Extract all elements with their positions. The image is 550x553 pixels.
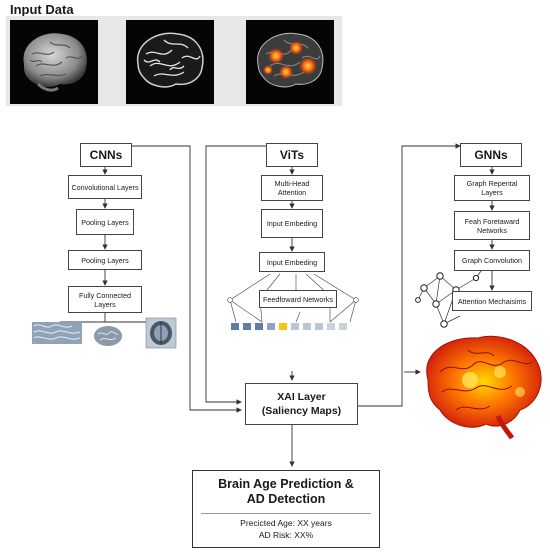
cnn-brain-icon [94,326,122,346]
cnn-fully-connected-layers-box: Fully Connected Layers [68,286,142,313]
saliency-brain-heatmap [426,335,542,440]
output-prediction-box: Brain Age Prediction & AD Detection Prec… [192,470,380,548]
vits-header: ViTs [266,143,318,167]
cnn-pooling-layers-box: Pooling Layers [76,209,134,235]
gnn-feah-foretaward-networks-box: Feah Foretaward Networks [454,211,530,240]
ad-risk-text: AD Risk: XX% [258,530,314,540]
xai-layer-box: XAI Layer (Saliency Maps) [245,383,358,425]
vit-input-embeding-box: Input Embeding [261,209,323,238]
vit-multi-head-attention-box: Multi-Head Attention [261,175,323,201]
gnn-graph-convolution-box: Graph Convolution [454,250,530,271]
xai-subtitle: (Saliency Maps) [261,405,342,417]
token-sequence [231,323,347,330]
cnn-convolutional-layers-box: Convolutional Layers [68,175,142,199]
output-title-line1: Brain Age Prediction & [218,477,354,491]
gnn-attention-mechaisims-box: Attention Mechaisims [452,291,532,311]
cnn-feature-map-image [32,322,82,344]
vit-feedforward-networks-box: Feedfoward Networks [259,290,337,308]
output-divider [201,513,371,514]
brain-mri-surface-image [10,20,98,104]
cnns-header: CNNs [80,143,132,167]
output-title-line2: AD Detection [246,492,326,506]
vit-input-embeding-2-box: Input Embeding [259,252,325,272]
brain-mri-heatmap-image [246,20,334,104]
brain-mri-contrast-image [126,20,214,104]
cnn-axial-scan-image [145,317,177,349]
cnn-pooling-layers-2-box: Pooling Layers [68,250,142,270]
gnns-header: GNNs [460,143,522,167]
gnn-graph-repental-layers-box: Graph Repental Layers [454,175,530,201]
predicted-age-text: Precicted Age: XX years [240,518,332,528]
input-data-title: Input Data [10,2,74,17]
xai-title: XAI Layer [277,391,326,403]
